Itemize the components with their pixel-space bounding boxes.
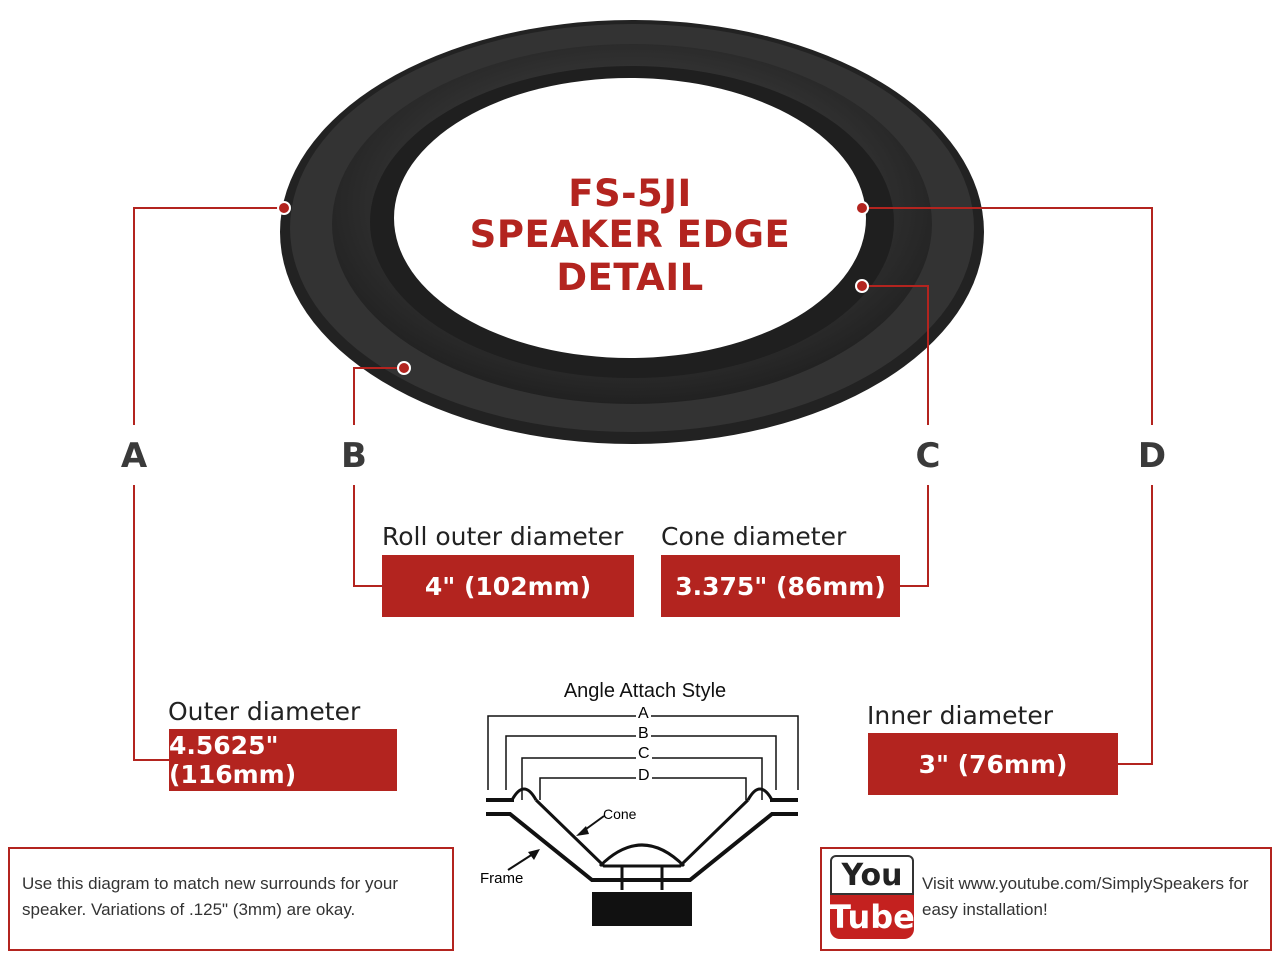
cone-diameter-label: Cone diameter (661, 522, 847, 551)
speaker-surround-image (280, 20, 984, 444)
frame-label: Frame (480, 870, 524, 887)
youtube-note-text: Visit www.youtube.com/SimplySpeakers for… (922, 874, 1249, 919)
outer-diameter-label: Outer diameter (168, 697, 361, 726)
diagram-title: SPEAKER EDGE DETAIL (469, 213, 791, 299)
tolerance-note-text: Use this diagram to match new surrounds … (22, 874, 399, 919)
product-title: FS-5JI (568, 172, 692, 215)
dim-label-b: B (636, 725, 651, 743)
marker-dot-a (277, 201, 291, 215)
leader-lines (133, 207, 1153, 765)
youtube-logo-you: You (830, 855, 914, 895)
dim-label-c: C (636, 745, 652, 763)
marker-dot-d (855, 201, 869, 215)
inner-diameter-value: 3" (76mm) (868, 733, 1118, 795)
marker-label-c: C (915, 436, 941, 476)
marker-label-a: A (120, 436, 148, 476)
marker-label-d: D (1137, 436, 1167, 476)
cone-label: Cone (603, 806, 637, 822)
marker-dot-c (855, 279, 869, 293)
cone-diameter-value: 3.375" (86mm) (661, 555, 900, 617)
roll-outer-label: Roll outer diameter (382, 522, 624, 551)
outer-diameter-value: 4.5625" (116mm) (169, 729, 397, 791)
inner-diameter-label: Inner diameter (867, 701, 1053, 730)
dim-label-d: D (636, 767, 652, 785)
marker-label-b: B (341, 436, 367, 476)
dim-label-a: A (636, 705, 651, 723)
tolerance-note-box (8, 847, 454, 951)
youtube-note-box (820, 847, 1272, 951)
magnet-block (592, 892, 692, 926)
youtube-logo[interactable]: You Tube (829, 855, 915, 939)
youtube-logo-tube: Tube (829, 895, 915, 939)
cross-section-title: Angle Attach Style (563, 680, 727, 702)
roll-outer-value: 4" (102mm) (382, 555, 634, 617)
marker-dot-b (397, 361, 411, 375)
